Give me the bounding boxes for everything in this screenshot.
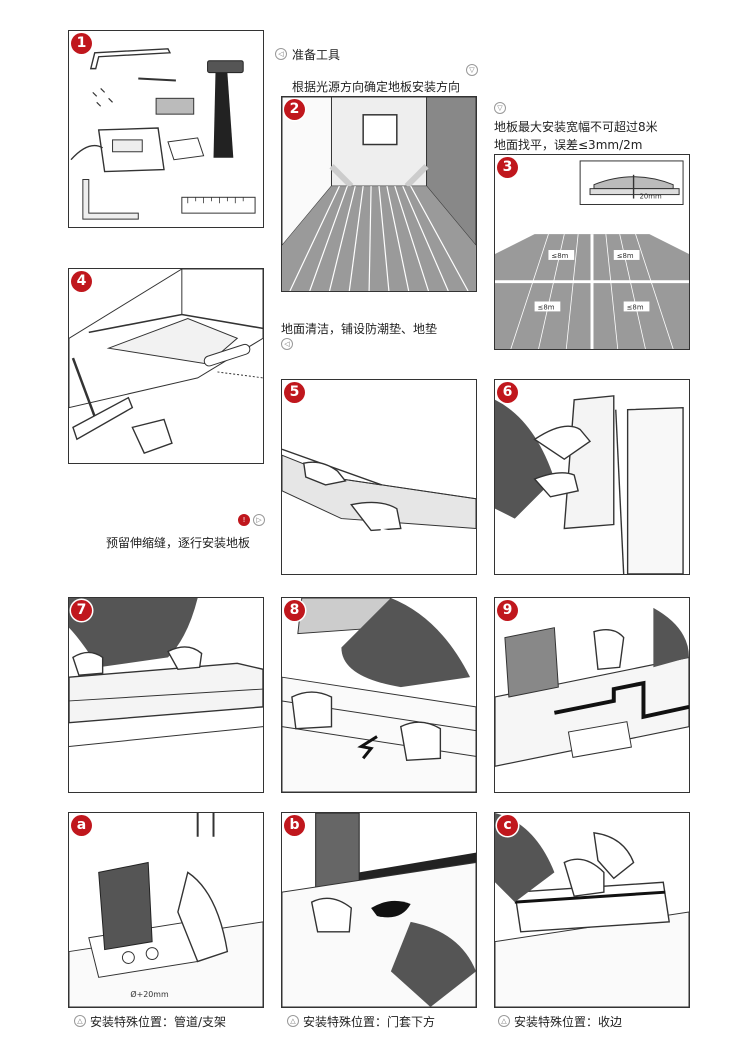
dim-20mm-label: 20mm [640, 193, 663, 201]
step-badge-a: a [71, 815, 92, 836]
caption-width-line2: 地面找平，误差≤3mm/2m [494, 138, 643, 152]
edge-trim-illustration [495, 813, 689, 1007]
le8m-label: ≤8m [617, 252, 634, 260]
le8m-label: ≤8m [538, 303, 555, 311]
triangle-circle-icon: ▷ [253, 514, 265, 526]
panel-step-b: b [281, 812, 477, 1008]
step-badge-7: 7 [71, 600, 92, 621]
step-badge-1: 1 [71, 33, 92, 54]
triangle-circle-icon: ◁ [275, 48, 287, 60]
caption-edge: 安装特殊位置：收边 [514, 1015, 623, 1029]
panel-width: 3 20mm ≤8m ≤8m ≤8m ≤8m [494, 154, 690, 350]
step-badge-c: c [497, 815, 518, 836]
step-badge-4: 4 [71, 271, 92, 292]
first-row-illustration [282, 448, 476, 574]
plank-click-illustration [495, 395, 684, 574]
triangle-circle-icon: △ [498, 1015, 510, 1027]
caption-expansion: 预留伸缩缝，逐行安装地板 [106, 536, 251, 550]
step-badge-b: b [284, 815, 305, 836]
tapping-illustration [282, 598, 476, 792]
step-badge-9: 9 [497, 600, 518, 621]
panel-step-a: a Ø+20mm [68, 812, 264, 1008]
panel-step8: 8 [281, 597, 477, 793]
clean-floor-illustration [69, 269, 263, 454]
row-fit-illustration [69, 598, 263, 747]
caption-width-line1: 地板最大安装宽幅不可超过8米 [494, 120, 658, 134]
triangle-circle-icon: △ [287, 1015, 299, 1027]
panel-step-c: c [494, 812, 690, 1008]
triangle-circle-icon: ▽ [466, 64, 478, 76]
caption-pipe: 安装特殊位置：管道/支架 [90, 1015, 227, 1029]
caption-door: 安装特殊位置：门套下方 [303, 1015, 436, 1029]
exclamation-icon: ! [238, 514, 250, 526]
step-badge-3: 3 [497, 157, 518, 178]
width-limit-illustration: 20mm ≤8m ≤8m ≤8m ≤8m [495, 160, 689, 349]
step-badge-8: 8 [284, 600, 305, 621]
caption-direction: 根据光源方向确定地板安装方向 [292, 80, 461, 94]
door-frame-illustration [282, 813, 476, 1007]
caption-clean: 地面清洁，铺设防潮垫、地垫 [281, 322, 438, 336]
room-floor-illustration [282, 97, 476, 291]
step-badge-5: 5 [284, 382, 305, 403]
le8m-label: ≤8m [551, 252, 568, 260]
pipe-cut-illustration: Ø+20mm [69, 813, 263, 1007]
le8m-label: ≤8m [627, 303, 644, 311]
triangle-circle-icon: ◁ [281, 338, 293, 350]
panel-tools: 1 [68, 30, 264, 228]
triangle-circle-icon: ▽ [494, 102, 506, 114]
triangle-circle-icon: △ [74, 1015, 86, 1027]
step-badge-2: 2 [284, 99, 305, 120]
panel-step5: 5 [281, 379, 477, 575]
step-badge-6: 6 [497, 382, 518, 403]
panel-step9: 9 [494, 597, 690, 793]
panel-step7: 7 [68, 597, 264, 793]
panel-clean: 4 [68, 268, 264, 464]
panel-direction: 2 [281, 96, 477, 292]
tools-illustration [70, 48, 256, 220]
pipe-dim-label: Ø+20mm [130, 989, 169, 999]
panel-step6: 6 [494, 379, 690, 575]
cutting-illustration [495, 607, 689, 767]
caption-tools: 准备工具 [292, 48, 341, 62]
